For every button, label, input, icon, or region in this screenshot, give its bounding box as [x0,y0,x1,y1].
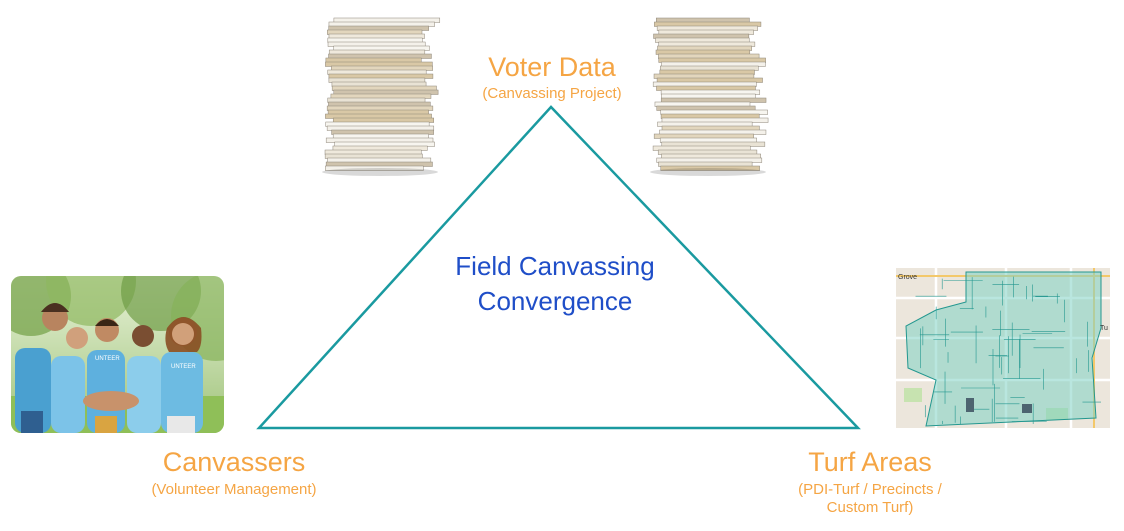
convergence-triangle [256,105,861,430]
turf-map-image: Grove Tu [896,268,1110,428]
volunteers-photo: UNTEER UNTEER [11,276,224,433]
map-label-tu: Tu [1100,325,1108,332]
paper-stack-right-image [650,17,769,176]
turf-areas-subtitle-line1: (PDI-Turf / Precincts / [798,481,942,498]
canvassers-subtitle: (Volunteer Management) [151,481,317,498]
shirt-text-left: UNTEER [95,356,120,362]
center-label-line2: Convergence [477,286,633,316]
turf-areas-subtitle-line2: Custom Turf) [826,499,914,516]
voter-data-title: Voter Data [488,52,616,82]
map-label-grove: Grove [898,274,917,281]
paper-stack-left-image [322,17,441,176]
canvassers-title: Canvassers [162,447,306,477]
voter-data-subtitle: (Canvassing Project) [482,85,622,102]
shirt-text-right: UNTEER [171,364,196,370]
center-label: Field Canvassing Convergence [405,249,705,319]
turf-areas-title: Turf Areas [808,447,932,477]
center-label-line1: Field Canvassing [455,251,655,281]
